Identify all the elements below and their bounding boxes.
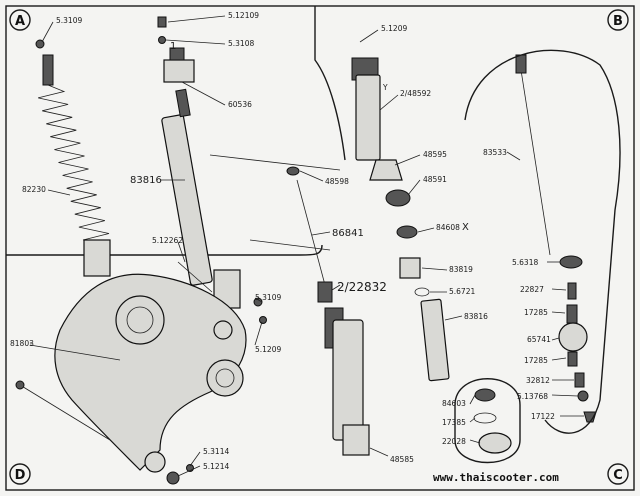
mark-x: X <box>462 222 469 233</box>
part-label-5-3108: 5.3108 <box>228 39 254 48</box>
part-label-82230: 82230 <box>22 185 46 194</box>
part-label-65741: 65741 <box>527 335 551 344</box>
quadrant-marker-a: A <box>9 9 31 31</box>
part-label-5-3109-mid: 5.3109 <box>255 293 281 302</box>
part-labels: 5.3109 5.12109 5.3108 60536 82230 83816 … <box>10 11 555 471</box>
part-label-17385: 17385 <box>442 418 466 427</box>
bolt-5-12262 <box>177 261 213 293</box>
part-label-5-3114: 5.3114 <box>203 447 229 456</box>
sheet-frame <box>5 5 635 491</box>
quadrant-markers: A B C D <box>9 9 629 485</box>
part-label-48585: 48585 <box>390 455 414 464</box>
svg-text:B: B <box>613 14 623 29</box>
part-label-81803: 81803 <box>10 339 34 348</box>
rear-shock-damper <box>161 88 241 309</box>
rod-small-parts <box>558 255 597 423</box>
part-label-5-1209-mid: 5.1209 <box>255 345 281 354</box>
part-label-17285-a: 17285 <box>524 308 548 317</box>
part-label-32812: 32812 <box>526 376 550 385</box>
upper-mount-60536 <box>163 47 195 83</box>
bushes-48595-48591 <box>286 159 418 239</box>
mark-1: 1 <box>170 41 176 52</box>
svg-text:D: D <box>15 468 26 483</box>
svg-text:A: A <box>15 14 25 29</box>
rod-boundary <box>464 49 621 434</box>
part-label-2-48592: 2/48592 <box>400 89 431 98</box>
part-label-60536: 60536 <box>228 100 252 109</box>
svg-text:C: C <box>613 468 623 483</box>
watermark-url: www.thaiscooter.com <box>433 471 559 484</box>
part-label-84603: 84603 <box>442 399 466 408</box>
fork-parts-83819-83816 <box>399 257 450 382</box>
part-label-86841: 86841 <box>332 228 364 239</box>
part-label-2-22832: 2/22832 <box>337 280 387 294</box>
front-damper-48585 <box>324 307 370 456</box>
quadrant-marker-c: C <box>607 463 629 485</box>
part-label-5-12262: 5.12262 <box>152 236 183 245</box>
part-label-22827: 22827 <box>520 285 544 294</box>
part-label-17285-b: 17285 <box>524 356 548 365</box>
part-label-22028: 22028 <box>442 437 466 446</box>
part-label-5-12109: 5.12109 <box>228 11 259 20</box>
long-rod-83533 <box>515 54 551 256</box>
part-label-5-1209-top: 5.1209 <box>381 24 407 33</box>
mark-y: Y <box>382 83 388 92</box>
part-label-48598: 48598 <box>325 177 349 186</box>
part-label-17122: 17122 <box>531 412 555 421</box>
spring-upper-tube-48592 <box>351 57 381 161</box>
fork-rod-86841 <box>296 179 333 303</box>
fork-small-parts-84603 <box>454 378 521 464</box>
part-label-5-6318: 5.6318 <box>512 258 538 267</box>
leader-lines <box>30 15 584 477</box>
quadrant-marker-d: D <box>9 463 31 485</box>
long-bolt-81803 <box>15 344 121 441</box>
swingarm-engine-case <box>54 273 247 473</box>
small-washers-a <box>35 16 267 485</box>
part-label-5-6721: 5.6721 <box>449 287 475 296</box>
part-label-83816-fork: 83816 <box>464 312 488 321</box>
part-label-5-3109: 5.3109 <box>56 16 82 25</box>
part-label-48591: 48591 <box>423 175 447 184</box>
part-label-5-13768: 5.13768 <box>517 392 548 401</box>
quadrant-marker-b: B <box>607 9 629 31</box>
part-label-84608: 84608 <box>436 223 460 232</box>
part-label-48595: 48595 <box>423 150 447 159</box>
part-label-83819: 83819 <box>449 265 473 274</box>
part-label-83816: 83816 <box>130 175 162 186</box>
handwritten-marks: 1 X Y <box>170 41 469 233</box>
rear-coil-spring <box>38 54 111 277</box>
part-label-5-1214: 5.1214 <box>203 462 229 471</box>
part-label-83533: 83533 <box>483 148 507 157</box>
